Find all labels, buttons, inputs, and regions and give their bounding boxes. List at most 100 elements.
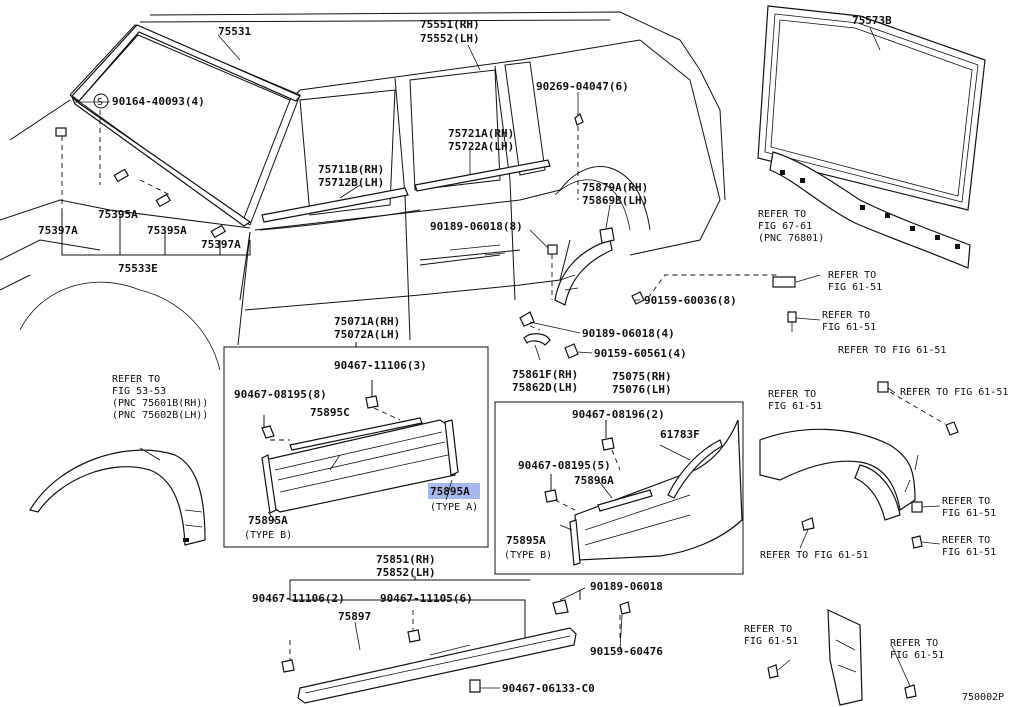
refer-67-line1[interactable]: REFER TO <box>758 209 806 220</box>
refer-61f-line1[interactable]: REFER TO <box>942 496 990 507</box>
clip-75397A-right[interactable] <box>210 224 227 239</box>
label-75076[interactable]: 75076(LH) <box>612 383 672 396</box>
windshield-moulding-lower[interactable] <box>71 96 252 227</box>
label-75531[interactable]: 75531 <box>218 25 251 38</box>
label-90467-08195-5[interactable]: 90467-08195(5) <box>518 459 611 472</box>
rocker-moulding-75851[interactable] <box>297 627 577 704</box>
label-75072A[interactable]: 75072A(LH) <box>334 328 400 341</box>
endcap-75895A-typeA[interactable] <box>444 419 459 476</box>
label-61783F[interactable]: 61783F <box>660 428 700 441</box>
refer-53-line1[interactable]: REFER TO <box>112 374 160 385</box>
refer-67-line2[interactable]: FIG 67-61 <box>758 221 812 232</box>
refer-61j-line2[interactable]: FIG 61-51 <box>890 650 944 661</box>
clip-75395A-b[interactable] <box>155 193 172 208</box>
endcap-75895A-typeB[interactable] <box>261 454 277 514</box>
label-75075[interactable]: 75075(RH) <box>612 370 672 383</box>
label-75397A-left[interactable]: 75397A <box>38 224 78 237</box>
rear-moulding-75075[interactable] <box>574 419 743 561</box>
clip-75397A-left[interactable] <box>55 127 67 137</box>
label-75897[interactable]: 75897 <box>338 610 371 623</box>
endcap-75895A-typeB-2[interactable] <box>569 519 581 566</box>
label-75712B[interactable]: 75712B(LH) <box>318 176 384 189</box>
clip-90467-11106-2[interactable] <box>281 659 295 673</box>
clip-90467-06133[interactable] <box>469 679 481 693</box>
clip-90467-08195-5[interactable] <box>544 489 558 503</box>
label-90159-a[interactable]: 90159-60036(8) <box>644 294 737 307</box>
label-75395A-a[interactable]: 75395A <box>98 208 138 221</box>
label-75071A[interactable]: 75071A(RH) <box>334 315 400 328</box>
arch-moulding-75879A[interactable] <box>554 239 613 306</box>
label-75573B[interactable]: 75573B <box>852 14 892 27</box>
label-75851[interactable]: 75851(RH) <box>376 553 436 566</box>
label-75721A[interactable]: 75721A(RH) <box>448 127 514 140</box>
label-90467-08196[interactable]: 90467-08196(2) <box>572 408 665 421</box>
label-75862D[interactable]: 75862D(LH) <box>512 381 578 394</box>
belt-moulding-75721A[interactable] <box>414 159 551 192</box>
tape-75895C[interactable] <box>289 417 423 451</box>
label-90189-b[interactable]: 90189-06018(4) <box>582 327 675 340</box>
fender-flare-75601B[interactable] <box>29 449 206 546</box>
bolt-90159-b[interactable] <box>564 343 579 359</box>
flare-61783F[interactable] <box>667 439 723 499</box>
label-90189-c[interactable]: 90189-06018 <box>590 580 663 593</box>
clip-90467-11106-3[interactable] <box>365 395 379 409</box>
refer-61i-line2[interactable]: FIG 61-51 <box>744 636 798 647</box>
refer-61h-line2[interactable]: FIG 61-51 <box>942 547 996 558</box>
label-90467-11106-2[interactable]: 90467-11106(2) <box>252 592 345 605</box>
label-75397A-right[interactable]: 75397A <box>201 238 241 251</box>
clip-90189-c[interactable] <box>552 599 569 615</box>
clip-90467-08195-8[interactable] <box>261 425 275 439</box>
label-75533E[interactable]: 75533E <box>118 262 158 275</box>
label-75395A-b[interactable]: 75395A <box>147 224 187 237</box>
tape-75896A[interactable] <box>597 489 653 512</box>
clip-90467-11105[interactable] <box>407 629 421 643</box>
refer-53-line2[interactable]: FIG 53-53 <box>112 386 166 397</box>
bolt-90159-c[interactable] <box>619 601 631 615</box>
label-90159-b[interactable]: 90159-60561(4) <box>594 347 687 360</box>
label-90164[interactable]: 90164-40093(4) <box>112 95 205 108</box>
refer-61c[interactable]: REFER TO FIG 61-51 <box>838 345 946 356</box>
label-75852[interactable]: 75852(LH) <box>376 566 436 579</box>
label-90467-11105[interactable]: 90467-11105(6) <box>380 592 473 605</box>
refer-61i-line1[interactable]: REFER TO <box>744 624 792 635</box>
label-75895C[interactable]: 75895C <box>310 406 350 419</box>
refer-61d[interactable]: REFER TO FIG 61-51 <box>900 387 1008 398</box>
label-75896A[interactable]: 75896A <box>574 474 614 487</box>
label-90467-06133[interactable]: 90467-06133-C0 <box>502 682 595 695</box>
bolt-90159-a[interactable] <box>631 291 645 305</box>
refer-61b-line1[interactable]: REFER TO <box>822 310 870 321</box>
clip-90269[interactable] <box>574 113 584 126</box>
refer-61a-line1[interactable]: REFER TO <box>828 270 876 281</box>
refer-61e-line2[interactable]: FIG 61-51 <box>768 401 822 412</box>
label-90467-11106-3[interactable]: 90467-11106(3) <box>334 359 427 372</box>
label-75895A-b[interactable]: 75895A <box>248 514 288 527</box>
clip-75395A-a[interactable] <box>113 168 130 183</box>
label-75552[interactable]: 75552(LH) <box>420 32 480 45</box>
refer-61h-line1[interactable]: REFER TO <box>942 535 990 546</box>
label-90467-08195-8[interactable]: 90467-08195(8) <box>234 388 327 401</box>
label-90159-c[interactable]: 90159-60476 <box>590 645 663 658</box>
label-75711B[interactable]: 75711B(RH) <box>318 163 384 176</box>
label-75895A-highlighted[interactable]: 75895A <box>430 485 470 498</box>
refer-61f-line2[interactable]: FIG 61-51 <box>942 508 996 519</box>
label-75879A[interactable]: 75879A(RH) <box>582 181 648 194</box>
label-75861F[interactable]: 75861F(RH) <box>512 368 578 381</box>
clip-90467-08196[interactable] <box>601 437 615 451</box>
weatherstrip-75573B[interactable] <box>757 5 986 211</box>
refer-61e-line1[interactable]: REFER TO <box>768 389 816 400</box>
refer-61j-line1[interactable]: REFER TO <box>890 638 938 649</box>
refer-61a-line2[interactable]: FIG 61-51 <box>828 282 882 293</box>
label-90189-a[interactable]: 90189-06018(8) <box>430 220 523 233</box>
refer-61b-line2[interactable]: FIG 61-51 <box>822 322 876 333</box>
belt-moulding-75711B[interactable] <box>261 187 409 223</box>
mudguard-75861F[interactable] <box>523 333 551 346</box>
clip-90189-b[interactable] <box>519 311 535 327</box>
refer-61g[interactable]: REFER TO FIG 61-51 <box>760 550 868 561</box>
windshield-moulding-75531[interactable] <box>71 24 301 102</box>
label-75722A[interactable]: 75722A(LH) <box>448 140 514 153</box>
label-90269[interactable]: 90269-04047(6) <box>536 80 629 93</box>
label-75551[interactable]: 75551(RH) <box>420 18 480 31</box>
label-75869B[interactable]: 75869B(LH) <box>582 194 648 207</box>
label-75895A-c[interactable]: 75895A <box>506 534 546 547</box>
clip-90189-a[interactable] <box>547 244 558 255</box>
